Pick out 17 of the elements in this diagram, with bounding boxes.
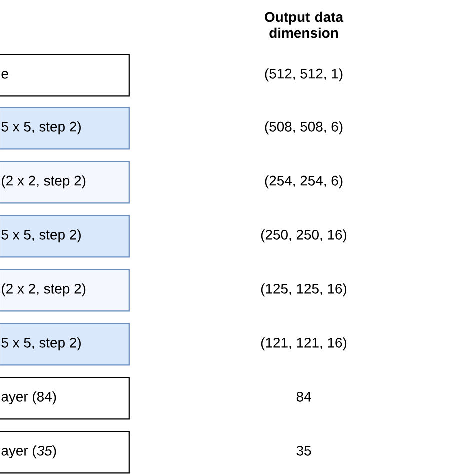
layer-box: (2 x 2, step 2) xyxy=(0,161,130,204)
dimension-value: (512, 512, 1) xyxy=(265,68,343,82)
layer-box: 5 x 5, step 2) xyxy=(0,323,130,366)
dimension-value: (254, 254, 6) xyxy=(265,176,343,189)
dimension-value: (250, 250, 16) xyxy=(261,230,347,243)
layer-box: e xyxy=(0,54,130,97)
column-header: Output data dimension xyxy=(265,12,344,38)
layer-box: 5 x 5, step 2) xyxy=(0,107,130,150)
layer-box: ayer (84) xyxy=(0,377,130,420)
dimension-value: (121, 121, 16) xyxy=(261,338,347,351)
layer-box: ayer (35) xyxy=(0,431,130,474)
dimension-value: 84 xyxy=(296,392,312,402)
layer-box: 5 x 5, step 2) xyxy=(0,215,130,258)
layer-box: (2 x 2, step 2) xyxy=(0,269,130,312)
dimension-value: 35 xyxy=(296,446,312,456)
dimension-value: (125, 125, 16) xyxy=(261,284,347,297)
dimension-value: (508, 508, 6) xyxy=(265,122,343,135)
